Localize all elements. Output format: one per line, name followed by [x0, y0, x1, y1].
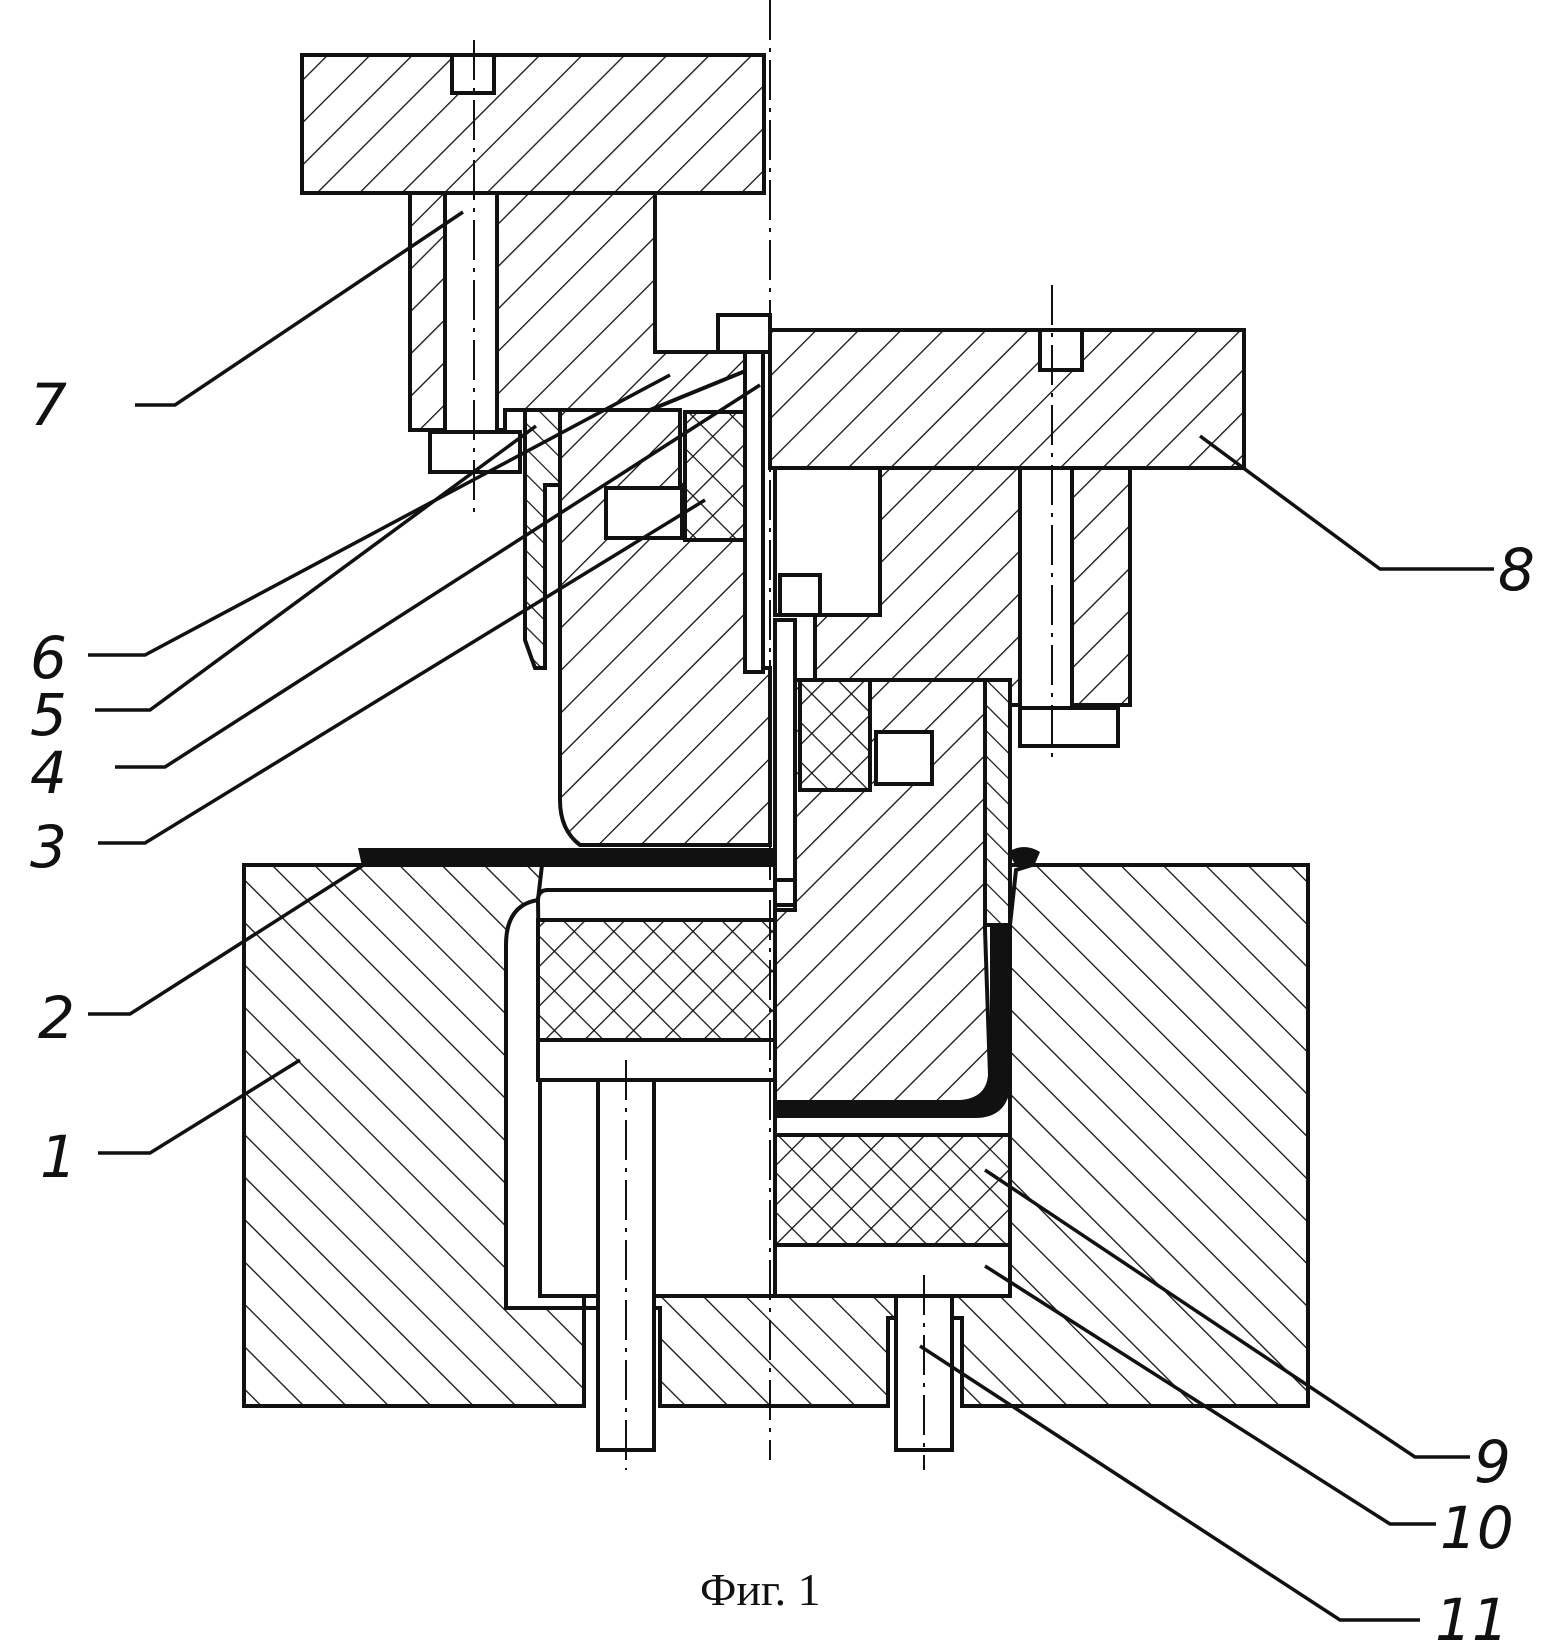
bolt-channel-right — [1020, 468, 1072, 708]
support-plate-left — [538, 1040, 780, 1080]
callout-8: 8 — [1498, 536, 1535, 604]
inner-rod — [775, 620, 795, 910]
rod-tip — [775, 880, 795, 905]
callout-4: 4 — [30, 739, 67, 807]
figure-caption: Фиг. 1 — [700, 1564, 821, 1615]
callout-7: 7 — [30, 371, 67, 439]
callout-9: 9 — [1474, 1428, 1511, 1496]
ejector-plate — [775, 1245, 1010, 1296]
elastic-pad-right — [775, 1135, 1010, 1245]
pin-head-right — [780, 575, 820, 615]
elastic-pad-left — [538, 920, 780, 1040]
right-sleeve — [985, 680, 1010, 925]
upper-plate-right — [770, 330, 1244, 468]
rod-head — [718, 315, 770, 352]
callout-11: 11 — [1435, 1586, 1509, 1647]
punch-key — [606, 488, 682, 538]
elastic-element-right — [800, 680, 870, 790]
bolt-channel-left — [445, 193, 497, 433]
callout-10: 10 — [1440, 1494, 1514, 1562]
guide-rod — [745, 352, 763, 672]
callout-3: 3 — [30, 813, 67, 881]
elastic-element-top — [685, 412, 747, 540]
bolt-head-right-top — [1040, 330, 1082, 370]
bolt-nut-right — [1020, 708, 1118, 746]
key-right — [876, 732, 932, 784]
upper-plate-left — [302, 55, 764, 193]
callout-1: 1 — [40, 1123, 77, 1191]
callout-2: 2 — [38, 984, 75, 1052]
